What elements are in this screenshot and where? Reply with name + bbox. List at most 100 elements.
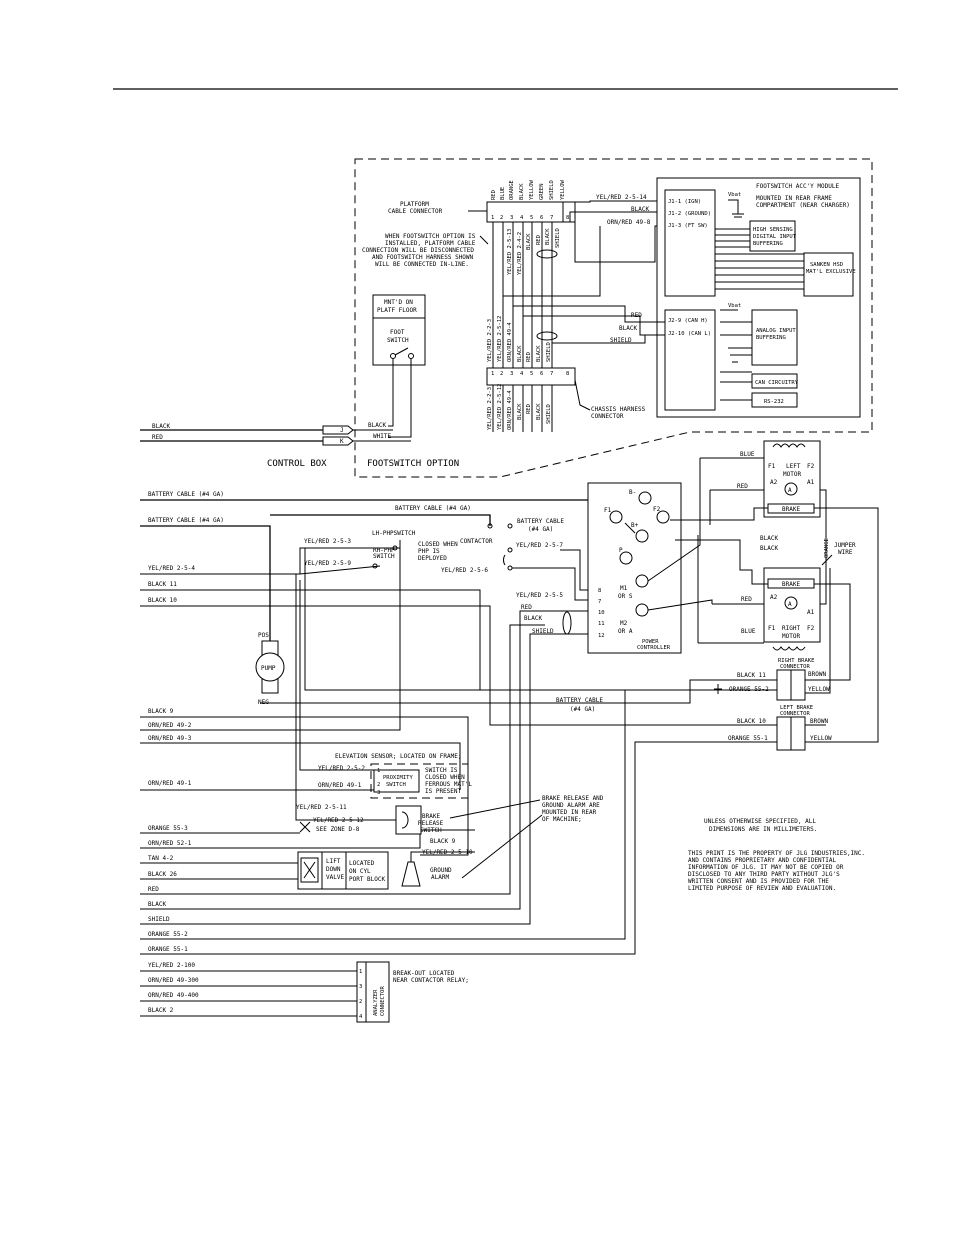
lw-ornred-400: ORN/RED 49-400 [148, 992, 199, 999]
note-unless-1: UNLESS OTHERWISE SPECIFIED, ALL [704, 818, 816, 825]
lw-ornred-300: ORN/RED 49-300 [148, 977, 199, 984]
sensor-pin-3: 3 [377, 790, 380, 796]
module-pin-j2-9: J2-9 (CAN H) [668, 318, 708, 324]
mid-yelred-7: YEL/RED 2-5-7 [516, 542, 563, 549]
rm-f1: F1 [768, 625, 776, 632]
foot-switch: MNT'D ON PLATF FLOOR FOOT SWITCH [372, 294, 426, 438]
sensor-pin-1: 1 [377, 768, 380, 774]
lift-3: VALVE [326, 874, 344, 881]
lw-ornred-52: ORN/RED 52-1 [148, 840, 192, 847]
mid-rh-1: RH-PHP [373, 547, 395, 554]
motor-orange: ORANGE [824, 538, 830, 558]
wire-bottom-7: SHIELD [546, 404, 552, 424]
loc-2: ON CYL [349, 868, 371, 875]
sensors: ELEVATION SENSOR; LOCATED ON FRAME; 1 2 … [296, 753, 604, 890]
lw-black-10: BLACK 10 [148, 597, 177, 604]
chassis-pin-6: 6 [540, 371, 543, 377]
mid-lh-switch: LH-PHPSWITCH [372, 530, 416, 537]
lw-orange-1: ORANGE 55-1 [148, 946, 188, 953]
pc-f1: F1 [604, 507, 612, 514]
mid-rh-2: SWITCH [373, 553, 395, 560]
chassis-pin-4: 4 [520, 371, 524, 377]
footswitch-module: FOOTSWITCH ACC'Y MODULE MOUNTED IN REAR … [656, 177, 861, 418]
plat-pin-2: 2 [500, 215, 503, 221]
cb-black: BLACK [152, 423, 170, 430]
analyzer-note-2: NEAR CONTACTOR RELAY; [393, 977, 469, 984]
analyzer-pin-4: 4 [359, 1014, 363, 1020]
pc-pin-12: 12 [598, 633, 605, 639]
bc-brown2: BROWN [810, 718, 828, 725]
platform-cable-connector: PLATFORM CABLE CONNECTOR RED BLUE ORANGE… [388, 179, 576, 223]
lm-title-2: MOTOR [783, 471, 801, 478]
bc-black-11: BLACK 11 [737, 672, 766, 679]
analyzer-connector: 1 3 2 4 ANALYZER CONNECTOR BREAK-OUT LOC… [356, 961, 469, 1023]
motor-jumper-2: WIRE [838, 549, 853, 556]
pc-m2-1: M2 [620, 620, 628, 627]
lw-black: BLACK [148, 901, 166, 908]
wire-lower-5: RED [526, 352, 532, 362]
pc-pin-7: 7 [598, 599, 601, 605]
lm-a: A [788, 487, 792, 494]
high-sensing-3: BUFFERING [753, 241, 783, 247]
plat-pin-4: 4 [520, 215, 524, 221]
lm-brake: BRAKE [782, 506, 800, 513]
lw-tan: TAN 4-2 [148, 855, 174, 862]
sw-1: SWITCH IS [425, 767, 458, 774]
plat-color-5: YELLOW [529, 179, 535, 200]
plat-color-1: RED [491, 190, 497, 200]
motor-blue: BLUE [740, 451, 755, 458]
lm-f2: F2 [807, 463, 815, 470]
footswitch-module-title: FOOTSWITCH ACC'Y MODULE [756, 183, 839, 190]
sensor-see-zone: SEE ZONE D-8 [316, 826, 360, 833]
module-pin-j2-10: J2-10 (CAN L) [668, 331, 711, 337]
analyzer-label-2: CONNECTOR [380, 986, 386, 1016]
motor-blue2: BLUE [741, 628, 756, 635]
motors: F1 LEFT MOTOR F2 A2 A A1 BRAKE BRAKE A2 … [647, 440, 879, 743]
bc-yellow: YELLOW [808, 686, 830, 693]
analyzer-label-1: ANALYZER [373, 989, 379, 1016]
drawing-notes: UNLESS OTHERWISE SPECIFIED, ALL DIMENSIO… [688, 818, 865, 892]
pc-m2-2: OR A [618, 628, 633, 635]
cb-j: J [340, 427, 344, 434]
control-box-title: CONTROL BOX [267, 459, 327, 469]
chassis-pin-7: 7 [550, 371, 553, 377]
plat-pin-3: 3 [510, 215, 513, 221]
lw-battery-1: BATTERY CABLE (#4 GA) [148, 491, 224, 498]
pc-p: P [619, 547, 623, 554]
plat-color-2: BLUE [500, 187, 506, 200]
motor-jumper-1: JUMPER [834, 542, 856, 549]
fs-note-5: WILL BE CONNECTED IN-LINE. [375, 261, 469, 268]
plat-color-7: SHIELD [549, 180, 555, 200]
analyzer-pin-2: 2 [359, 999, 362, 1005]
sw-2: CLOSED WHEN [425, 774, 465, 781]
mid-red: RED [521, 604, 532, 611]
chassis-pin-3: 3 [510, 371, 513, 377]
lift-1: LIFT [326, 858, 341, 865]
wire-vert-3: BLACK [526, 233, 532, 250]
foot-switch-mnt-1: MNT'D ON [384, 299, 413, 306]
analog-1: ANALOG INPUT [756, 328, 796, 334]
bc-brown: BROWN [808, 671, 826, 678]
bc-black-10: BLACK 10 [737, 718, 766, 725]
wire-lower-2: YEL/RED 2-5-12 [497, 316, 503, 362]
wire-black: BLACK [631, 206, 649, 213]
mid-yelred-9: YEL/RED 2-5-9 [304, 560, 351, 567]
module-wires: YEL/RED 2-5-14 BLACK ORN/RED 49-8 RED BL… [503, 194, 665, 344]
wire-vert-1: YEL/RED 2-5-13 [507, 229, 513, 275]
mid-battery-5-1: BATTERY CABLE [556, 697, 603, 704]
module-pin-j1-1: J1-1 (IGN) [668, 199, 701, 205]
bc-yellow2: YELLOW [810, 735, 832, 742]
plat-color-8: YELLOW [560, 179, 566, 200]
note-prop-6: LIMITED PURPOSE OF REVIEW AND EVALUATION… [688, 885, 836, 892]
chassis-label-1: CHASSIS HARNESS [591, 406, 646, 413]
mid-yelred-5: YEL/RED 2-5-5 [516, 592, 563, 599]
motor-black1: BLACK [760, 535, 778, 542]
pc-b-minus: B- [629, 489, 636, 496]
wire-vert-4: RED [536, 235, 542, 245]
mid-yelred-6: YEL/RED 2-5-6 [441, 567, 488, 574]
brake-sw-2: RELEASE [418, 820, 444, 827]
lw-yelred-4: YEL/RED 2-5-4 [148, 565, 195, 572]
lw-red: RED [148, 886, 159, 893]
high-sensing-1: HIGH SENSING [753, 227, 793, 233]
